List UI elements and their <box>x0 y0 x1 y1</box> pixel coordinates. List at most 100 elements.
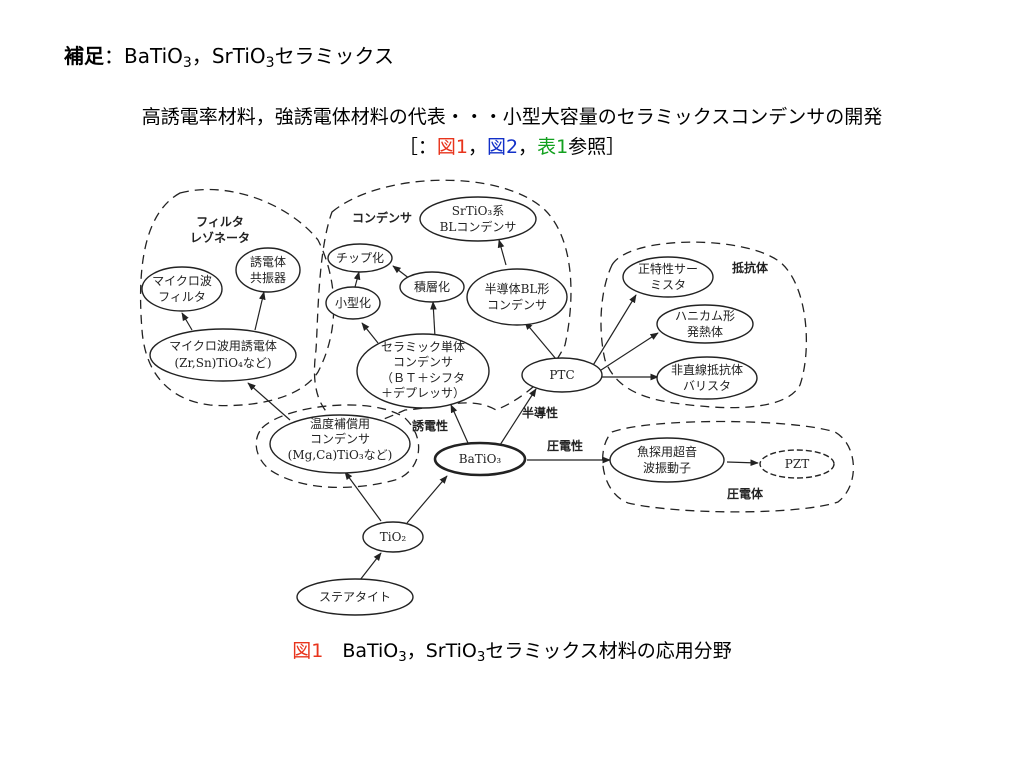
refs-comma-2: ， <box>518 136 538 158</box>
node-ptc-thermistor: 正特性サー ミスタ <box>622 256 714 298</box>
node-chip-label: チップ化 <box>336 251 384 265</box>
node-mwfilter-line1: マイクロ波 <box>152 274 212 288</box>
slide-heading: 補足：BaTiO3，SrTiO3セラミックス <box>64 40 394 72</box>
node-batio3: BaTiO₃ <box>433 441 527 477</box>
caption-batio3: BaTiO <box>342 640 399 662</box>
node-mwfilter-line2: フィルタ <box>158 290 206 304</box>
ref-table-1: 表1 <box>537 136 569 158</box>
arrow-micro-dielectric-filter <box>181 312 193 331</box>
node-microwave-dielectric: マイクロ波用誘電体 (Zr,Sn)TiO₄など) <box>149 328 297 382</box>
refs-comma-1: ， <box>467 136 487 158</box>
node-fish-line1: 魚探用超音 <box>637 444 697 459</box>
ref-figure-1: 図1 <box>436 136 468 158</box>
group-label-resistor: 抵抗体 <box>732 260 769 275</box>
node-laminate: 積層化 <box>399 271 465 303</box>
node-ceramic-line4: ＋デプレッサ） <box>381 385 465 400</box>
caption-srtio3: SrTiO <box>425 640 477 662</box>
heading-srtio3-sub: 3 <box>265 55 275 72</box>
node-laminate-label: 積層化 <box>414 279 450 294</box>
node-honeycomb-line2: 発熱体 <box>687 325 723 339</box>
node-varistor-line2: バリスタ <box>683 379 731 393</box>
arrow-ptc-honeycomb <box>597 332 659 373</box>
node-semibl-line1: 半導体BL形 <box>485 282 550 296</box>
node-ceramic-line2: コンデンサ <box>393 354 453 369</box>
arrow-temp-comp-micro-dielectric <box>247 382 291 421</box>
node-resonator-line1: 誘電体 <box>250 255 286 269</box>
node-honeycomb-line1: ハニカム形 <box>675 309 735 323</box>
arrow-ptc-thermistor <box>591 294 637 368</box>
node-mwdielectric-line1: マイクロ波用誘電体 <box>169 339 277 353</box>
arrow-tio2-batio3 <box>406 475 448 524</box>
node-steatite-label: ステアタイト <box>319 590 391 604</box>
node-honeycomb-heater: ハニカム形 発熱体 <box>656 304 754 344</box>
node-ceramic-line3: （ＢＴ＋シフタ <box>381 371 465 385</box>
group-label-condenser: コンデンサ <box>352 210 412 225</box>
group-label-resonator: レゾネータ <box>190 230 250 245</box>
node-srtio3-bl-condenser: SrTiO₃系 BLコンデンサ <box>419 196 537 242</box>
node-mini-label: 小型化 <box>335 296 371 310</box>
node-nonlinear-resistor: 非直線抵抗体 バリスタ <box>656 356 758 400</box>
node-ceramic-single-condenser: セラミック単体 コンデンサ （ＢＴ＋シフタ ＋デプレッサ） <box>356 333 490 409</box>
node-ptc: PTC <box>521 357 603 393</box>
node-dielectric-resonator: 誘電体 共振器 <box>235 247 301 293</box>
arrow-ptc-semibl <box>524 321 557 360</box>
node-fish-finder-transducer: 魚探用超音 波振動子 <box>609 437 725 483</box>
caption-comma: ， <box>406 640 426 662</box>
caption-figure-number: 図1 <box>292 640 324 662</box>
slide-subtitle: 高誘電率材料，強誘電体材料の代表・・・小型大容量のセラミックスコンデンサの開発 <box>141 106 883 128</box>
arrow-micro-dielectric-resonator <box>254 291 266 331</box>
node-tio2-label: TiO₂ <box>380 530 407 544</box>
node-thermistor-line2: ミスタ <box>650 278 686 292</box>
arrow-ceramic-mini <box>361 322 379 344</box>
edge-label-semiconductive: 半導性 <box>522 405 558 420</box>
node-batio3-label: BaTiO₃ <box>459 452 502 466</box>
heading-sep: ： <box>104 44 124 68</box>
node-tio2: TiO₂ <box>362 521 424 553</box>
node-tempcomp-line2: コンデンサ <box>310 431 370 446</box>
heading-comma: ， <box>191 44 212 68</box>
node-tempcomp-line1: 温度補償用 <box>310 416 370 431</box>
node-tempcomp-line3: (Mg,Ca)TiO₃など) <box>288 448 393 462</box>
arrow-steatite-tio2 <box>359 552 382 581</box>
caption-tail: セラミックス材料の応用分野 <box>485 640 732 662</box>
boundary-piezo <box>602 420 855 513</box>
caption-batio3-sub: 3 <box>398 649 407 665</box>
figure-caption: 図1 BaTiO3，SrTiO3セラミックス材料の応用分野 <box>0 636 1024 665</box>
reference-line: ［：図1，図2，表1参照］ <box>0 132 1024 159</box>
arrow-tio2-temp-comp <box>344 471 382 522</box>
ref-figure-2: 図2 <box>486 136 519 158</box>
node-varistor-line1: 非直線抵抗体 <box>671 362 743 377</box>
refs-open: ［： <box>398 136 437 158</box>
edge-label-dielectric: 誘電性 <box>412 418 448 433</box>
heading-batio3: BaTiO <box>124 44 183 68</box>
heading-batio3-sub: 3 <box>182 55 192 72</box>
node-chip: チップ化 <box>327 243 393 273</box>
boundary-condenser <box>313 179 572 427</box>
node-miniaturization: 小型化 <box>325 286 381 320</box>
group-label-filter: フィルタ <box>196 215 244 229</box>
arrow-semibl-srtio3 <box>497 239 507 266</box>
group-label-piezo: 圧電体 <box>727 486 764 501</box>
refs-close: 参照］ <box>568 136 626 158</box>
node-srtio3-line2: BLコンデンサ <box>440 219 517 234</box>
arrow-fish-pzt <box>726 459 759 467</box>
node-semiconductor-bl-condenser: 半導体BL形 コンデンサ <box>466 268 568 326</box>
node-microwave-filter: マイクロ波 フィルタ <box>141 266 223 312</box>
node-temp-compensation-condenser: 温度補償用 コンデンサ (Mg,Ca)TiO₃など) <box>269 414 411 474</box>
node-steatite: ステアタイト <box>296 578 414 616</box>
arrow-batio3-ceramic <box>450 404 469 444</box>
caption-srtio3-sub: 3 <box>476 649 486 665</box>
arrow-mini-chip <box>353 271 361 288</box>
node-ceramic-line1: セラミック単体 <box>381 340 465 354</box>
node-thermistor-line1: 正特性サー <box>638 261 698 276</box>
boundary-resistor <box>600 241 808 409</box>
node-pzt-label: PZT <box>785 457 809 471</box>
node-semibl-line2: コンデンサ <box>487 297 547 312</box>
node-pzt: PZT <box>759 449 835 479</box>
node-mwdielectric-line2: (Zr,Sn)TiO₄など) <box>174 356 271 370</box>
heading-tail: セラミックス <box>274 44 394 68</box>
boundary-filter-resonator <box>139 188 335 407</box>
arrow-ceramic-laminate <box>430 301 437 338</box>
arrow-batio3-ptc <box>499 388 537 446</box>
